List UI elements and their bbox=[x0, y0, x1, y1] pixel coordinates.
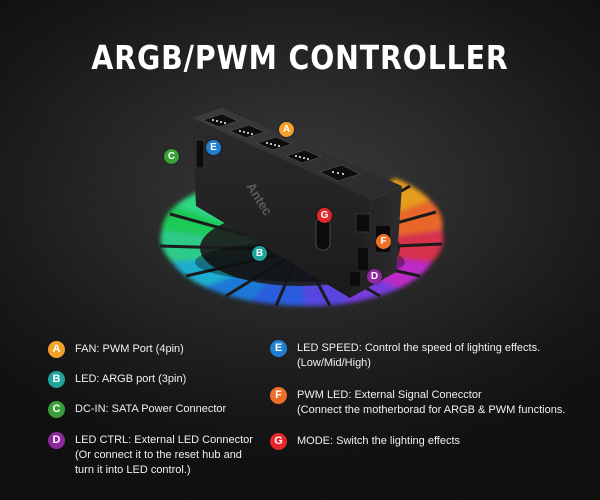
legend-item-b: B LED: ARGB port (3pin) bbox=[48, 371, 187, 388]
legend-item-e: E LED SPEED: Control the speed of lighti… bbox=[270, 340, 541, 371]
badge-f: F bbox=[270, 387, 287, 404]
callout-c: C bbox=[164, 149, 179, 164]
legend-e-line-1: LED SPEED: Control the speed of lighting… bbox=[297, 342, 541, 354]
legend-c-line-1: DC-IN: SATA Power Connector bbox=[75, 403, 227, 415]
legend-f-line-1: PWM LED: External Signal Conecctor bbox=[297, 389, 482, 401]
legend-item-d: D LED CTRL: External LED Connector (Or c… bbox=[48, 432, 253, 478]
callout-b: B bbox=[252, 246, 267, 261]
legend-f-line-2: (Connect the motherborad for ARGB & PWM … bbox=[297, 404, 566, 416]
legend-e-line-2: (Low/Mid/High) bbox=[297, 357, 371, 369]
legend-g-line-1: MODE: Switch the lighting effects bbox=[297, 435, 461, 447]
badge-e: E bbox=[270, 340, 287, 357]
legend-d-line-3: turn it into LED control.) bbox=[75, 464, 191, 476]
legend-item-f: F PWM LED: External Signal Conecctor (Co… bbox=[270, 387, 566, 418]
legend-d-line-2: (Or connect it to the reset hub and bbox=[75, 449, 242, 461]
callout-f: F bbox=[376, 234, 391, 249]
badge-g: G bbox=[270, 433, 287, 450]
callout-e: E bbox=[206, 140, 221, 155]
callout-g: G bbox=[317, 208, 332, 223]
legend-item-a: A FAN: PWM Port (4pin) bbox=[48, 341, 184, 358]
legend-a-line-1: FAN: PWM Port (4pin) bbox=[75, 343, 184, 355]
badge-a: A bbox=[48, 341, 65, 358]
callout-d: D bbox=[367, 269, 382, 284]
badge-b: B bbox=[48, 371, 65, 388]
legend-d-line-1: LED CTRL: External LED Connector bbox=[75, 434, 253, 446]
callout-a: A bbox=[279, 122, 294, 137]
controller-illustration: Antec bbox=[159, 108, 444, 307]
legend-b-line-1: LED: ARGB port (3pin) bbox=[75, 373, 187, 385]
legend-item-g: G MODE: Switch the lighting effects bbox=[270, 433, 461, 450]
page-title: ARGB/PWM CONTROLLER bbox=[91, 38, 509, 77]
legend-item-c: C DC-IN: SATA Power Connector bbox=[48, 401, 227, 418]
badge-d: D bbox=[48, 432, 65, 449]
badge-c: C bbox=[48, 401, 65, 418]
controller-body: Antec bbox=[192, 108, 405, 298]
